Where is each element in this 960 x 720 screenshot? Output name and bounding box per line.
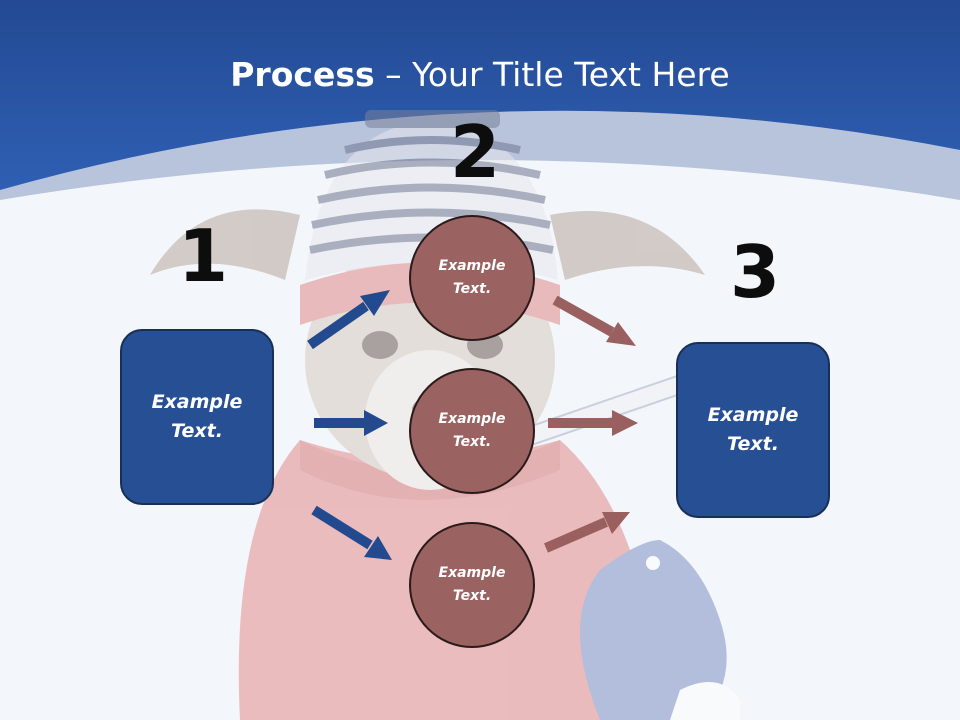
right-text-box[interactable]: Example Text. [676, 342, 830, 518]
step-number-1: 1 [178, 214, 229, 298]
circle-middle-text: Example Text. [438, 411, 506, 450]
circle-top[interactable]: Example Text. [409, 215, 535, 341]
step-number-3: 3 [730, 230, 781, 314]
left-box-text: Example Text. [151, 391, 243, 442]
left-text-box[interactable]: Example Text. [120, 329, 274, 505]
slide-title: Process – Your Title Text Here [0, 52, 960, 98]
title-rest: – Your Title Text Here [374, 55, 730, 94]
circle-bottom[interactable]: Example Text. [409, 522, 535, 648]
circle-middle[interactable]: Example Text. [409, 368, 535, 494]
circle-bottom-text: Example Text. [438, 565, 506, 604]
title-bold: Process [230, 55, 375, 94]
circle-top-text: Example Text. [438, 258, 506, 297]
right-box-text: Example Text. [707, 404, 799, 455]
step-number-2: 2 [450, 110, 501, 194]
